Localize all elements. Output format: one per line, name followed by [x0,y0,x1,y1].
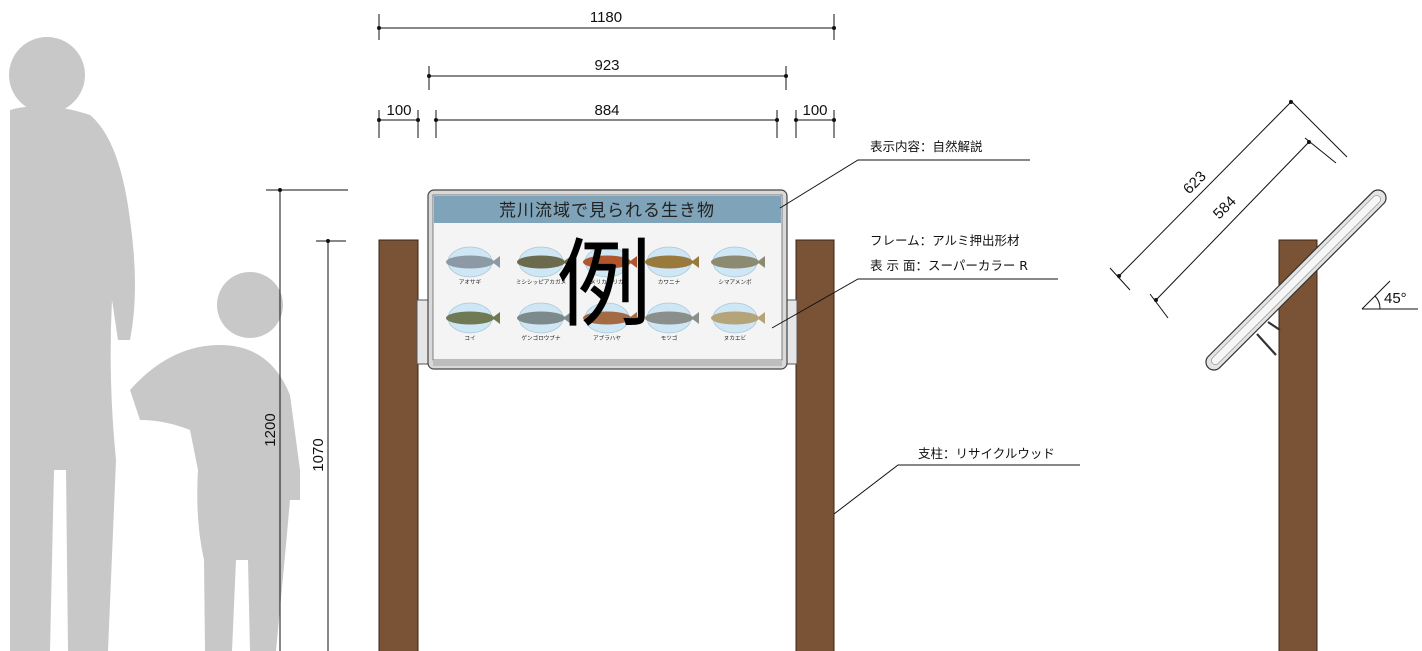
species-item: ゲンゴロウブナ [517,302,571,342]
svg-text:923: 923 [594,57,619,74]
sample-watermark: 例 [556,229,652,341]
species-illustration [517,311,565,325]
species-tail [629,312,637,324]
species-item: アメリカザリガニ [583,246,637,286]
dimension-total-width: 1180 [377,9,836,40]
dimension-frame-width: 923 [427,57,788,90]
species-tail [629,256,637,268]
species-item: ミシシッピアカガメ [516,246,571,286]
svg-text:623: 623 [1180,168,1210,198]
species-label: モツゴ [661,334,678,342]
species-label: アブラハヤ [593,334,621,342]
species-item: シマアメンボ [711,246,765,286]
dimension-margin-left: 100 [377,102,420,138]
species-illustration [645,255,693,269]
svg-text:支柱：リサイクルウッド: 支柱：リサイクルウッド [918,446,1055,461]
species-label: ゲンゴロウブナ [521,334,561,342]
species-illustration [645,311,693,325]
species-label: シマアメンボ [718,278,752,286]
left-post [378,239,419,651]
species-label: コイ [464,335,475,342]
callout-display-surface: 表 示 面：スーパーカラー R [771,258,1058,329]
side-bracket [1256,321,1281,356]
dimension-margin-right: 100 [794,102,836,138]
species-item: アオサギ [446,246,500,286]
species-illustration [583,255,631,269]
species-item: アブラハヤ [583,302,637,342]
dimension-height-panel-bottom: 1070 [310,239,346,651]
svg-text:884: 884 [594,102,619,119]
species-illustration [583,311,631,325]
angle-indicator: 45° [1361,280,1418,310]
callout-frame: フレーム：アルミ押出形材 [870,233,1020,248]
right-post [795,239,835,651]
species-illustration [517,255,565,269]
adult-silhouette [9,37,135,651]
child-silhouette [130,272,300,651]
species-item: カワニナ [645,246,699,286]
species-tail [492,312,500,324]
svg-text:フレーム：アルミ押出形材: フレーム：アルミ押出形材 [870,233,1020,248]
svg-text:表示内容：自然解説: 表示内容：自然解説 [870,139,983,154]
side-post [1278,239,1318,651]
species-tail [563,312,571,324]
svg-text:1180: 1180 [590,9,622,26]
svg-text:45°: 45° [1384,290,1407,307]
species-label: アオサギ [459,279,482,286]
species-tail [757,312,765,324]
svg-text:100: 100 [802,102,827,119]
species-illustration [711,311,759,325]
species-tail [563,256,571,268]
dimension-height-total: 1200 [262,188,348,651]
side-panel [1205,189,1387,371]
callout-display-content: 表示内容：自然解説 [779,139,1030,209]
title-band [434,196,781,223]
species-tail [757,256,765,268]
dimension-display-width: 884 [434,102,779,138]
species-label: カワニナ [658,279,681,286]
sign-title: 荒川流域で見られる生き物 [499,201,715,221]
species-item: ヌカエビ [711,302,765,342]
species-item: モツゴ [645,302,699,342]
species-illustration [446,311,494,325]
species-label: ヌカエビ [724,334,747,342]
svg-text:1200: 1200 [262,413,279,446]
species-label: アメリカザリガニ [585,278,629,286]
svg-text:表 示 面：スーパーカラー R: 表 示 面：スーパーカラー R [870,258,1028,273]
species-tail [691,256,699,268]
callout-post: 支柱：リサイクルウッド [833,446,1080,515]
species-tail [691,312,699,324]
svg-text:100: 100 [386,102,411,119]
species-illustration [711,255,759,269]
svg-text:1070: 1070 [310,438,327,471]
species-label: ミシシッピアカガメ [516,278,566,286]
species-tail [492,256,500,268]
species-item: コイ [446,302,500,342]
species-illustration [446,255,494,269]
